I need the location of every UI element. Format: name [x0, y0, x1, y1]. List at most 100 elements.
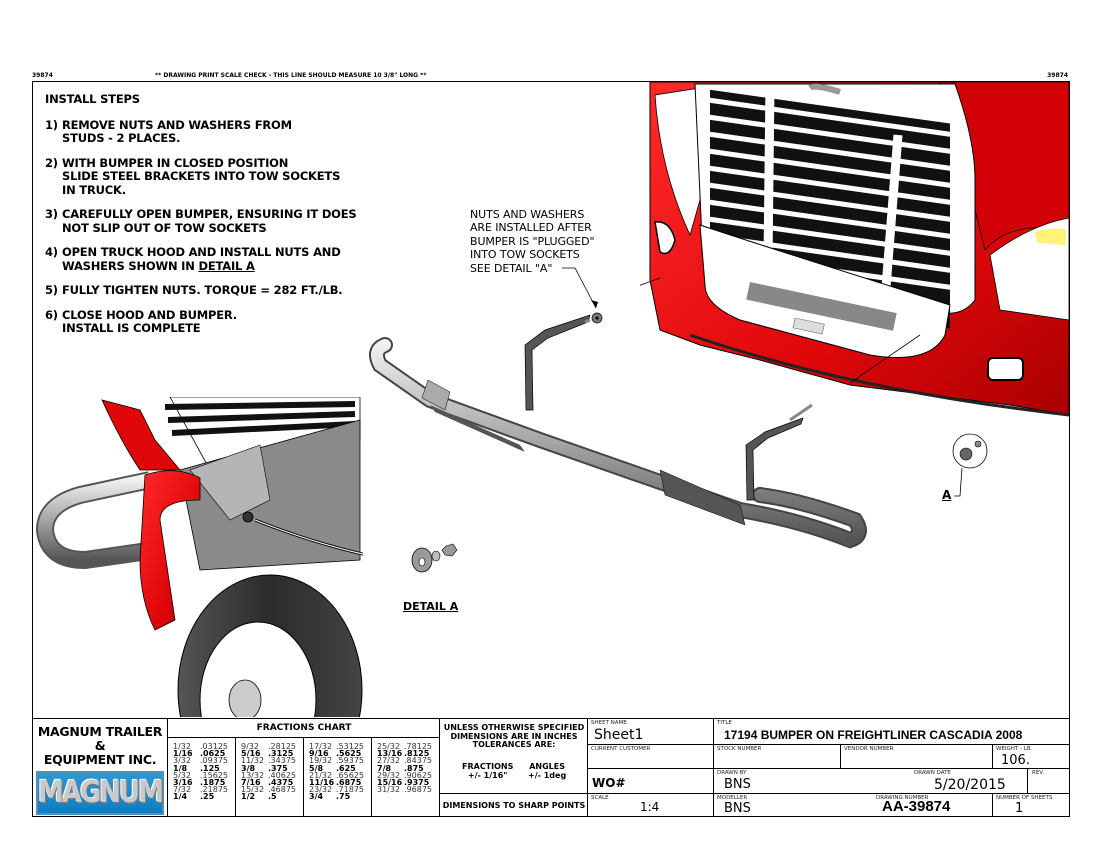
decimal-value: .03125	[200, 742, 228, 751]
fraction-value: 5/32	[173, 770, 191, 780]
step-4: 4)OPEN TRUCK HOOD AND INSTALL NUTS AND W…	[45, 245, 341, 273]
fraction-value: 1/4	[173, 792, 188, 802]
fraction-row: 19/32.59375	[309, 756, 371, 766]
decimal-value: .75	[336, 792, 351, 802]
fraction-row: 3/16 .1875	[173, 778, 235, 788]
decimal-value: .5625	[336, 749, 362, 759]
tolerance-heading: UNLESS OTHERWISE SPECIFIED DIMENSIONS AR…	[443, 723, 585, 749]
fraction-row: 29/32.90625	[377, 770, 440, 780]
step-1: 1)REMOVE NUTS AND WASHERS FROM STUDS - 2…	[45, 117, 292, 145]
fraction-value: 23/32	[309, 785, 333, 795]
fraction-row: 1/32 .03125	[173, 742, 235, 751]
weight-cell: WEIGHT - LB. 106.	[993, 745, 1070, 769]
fraction-row: 23/32.71875	[309, 785, 371, 795]
fraction-value: 7/32	[173, 785, 191, 795]
fraction-row: 13/32.40625	[241, 770, 303, 780]
fraction-row: 9/32.28125	[241, 742, 303, 751]
decimal-value: .84375	[404, 756, 432, 766]
decimal-value: .90625	[404, 770, 432, 780]
fraction-value: 1/2	[241, 792, 256, 802]
fraction-row: 5/16 .3125	[241, 749, 303, 759]
callout-a-label: A	[942, 488, 952, 502]
decimal-value: .1875	[200, 778, 226, 788]
install-steps-title: INSTALL STEPS	[45, 92, 140, 106]
company-cell: MAGNUM TRAILER & EQUIPMENT INC. MAGNUM	[32, 719, 168, 817]
fraction-value: 3/8	[241, 763, 256, 773]
fraction-row: 5/8 .625	[309, 763, 371, 773]
fraction-row: 3/32.09375	[173, 756, 235, 766]
magnum-logo: MAGNUM	[36, 771, 164, 815]
fraction-value: 1/16	[173, 749, 193, 759]
tolerances-cell: UNLESS OTHERWISE SPECIFIED DIMENSIONS AR…	[440, 719, 588, 794]
decimal-value: .5	[268, 792, 277, 802]
decimal-value: .125	[200, 763, 220, 773]
scale-cell: SCALE 1:4	[588, 794, 714, 817]
decimal-value: .78125	[404, 742, 432, 751]
fractions-chart-title: FRACTIONS CHART	[256, 723, 352, 733]
decimal-value: .15625	[200, 770, 228, 780]
decimal-value: .0625	[200, 749, 226, 759]
fraction-value: 5/8	[309, 763, 324, 773]
fraction-value: 11/32	[241, 756, 265, 766]
tolerance-fractions: FRACTIONS +/- 1/16"	[462, 762, 514, 780]
number-of-sheets-cell: NUMBER OF SHEETS 1	[996, 795, 1053, 816]
fraction-row: 21/32.65625	[309, 771, 371, 779]
work-order-cell: WO#	[588, 769, 714, 794]
work-order-label: WO#	[592, 776, 626, 790]
detail-a-label: DETAIL A	[403, 600, 459, 613]
fraction-value: 27/32	[377, 756, 401, 766]
decimal-value: .28125	[268, 742, 296, 751]
fraction-row: 31/32.96875	[377, 786, 440, 794]
fraction-row: 27/32.84375	[377, 756, 440, 766]
decimal-value: .625	[336, 763, 356, 773]
fraction-value: 7/16	[241, 778, 261, 788]
fraction-row: 11/32.34375	[241, 756, 303, 766]
sharp-points-cell: DIMENSIONS TO SHARP POINTS	[440, 794, 588, 817]
modeller-value: BNS	[724, 801, 751, 816]
fraction-value: 3/16	[173, 778, 193, 788]
detail-a-reference: DETAIL A	[198, 258, 255, 273]
step-5: 5)FULLY TIGHTEN NUTS. TORQUE = 282 FT./L…	[45, 283, 343, 297]
vendor-number-cell: VENDOR NUMBER	[841, 745, 993, 769]
fraction-value: 5/16	[241, 749, 261, 759]
decimal-value: .40625	[268, 770, 296, 780]
fraction-row: 1/16 .0625	[173, 749, 235, 759]
decimal-value: .25	[200, 792, 215, 802]
fraction-row: 1/8.125	[173, 763, 235, 773]
decimal-value: .3125	[268, 749, 294, 759]
decimal-value: .6875	[336, 778, 362, 788]
fraction-value: 7/8	[377, 763, 392, 773]
drawn-by-value: BNS	[724, 777, 751, 792]
fraction-value: 19/32	[309, 756, 333, 766]
number-of-sheets-value: 1	[1015, 801, 1024, 816]
modeller-cell: MODELLER BNS	[717, 795, 751, 816]
fraction-value: 13/32	[241, 770, 265, 780]
fraction-value: 11/16	[309, 778, 335, 788]
bumper-assembly	[369, 312, 867, 549]
fraction-row: 1/2 .5	[241, 792, 303, 802]
drawn-by-cell: DRAWN BY BNS	[714, 769, 824, 794]
scale-check-text: ** DRAWING PRINT SCALE CHECK - THIS LINE…	[155, 72, 427, 79]
fraction-row: 5/32 .15625	[173, 770, 235, 780]
fraction-value: 1/32	[173, 742, 191, 751]
decimal-value: .53125	[336, 742, 364, 751]
fraction-row: 1/4 .25	[173, 792, 235, 802]
fraction-row: 3/4 .75	[309, 792, 371, 802]
decimal-value: .34375	[268, 756, 296, 766]
fraction-value: 3/32	[173, 756, 191, 766]
title-block: MAGNUM TRAILER & EQUIPMENT INC. MAGNUM F…	[32, 718, 1070, 817]
title-cell: TITLE 17194 BUMPER ON FREIGHTLINER CASCA…	[714, 719, 1070, 745]
fraction-value: 25/32	[377, 742, 401, 751]
decimal-value: .375	[268, 763, 288, 773]
sheet-name-value: Sheet1	[594, 727, 644, 743]
drawing-number-value: AA-39874	[882, 798, 951, 815]
install-steps: INSTALL STEPS 1)REMOVE NUTS AND WASHERS …	[45, 92, 385, 347]
fraction-value: 3/4	[309, 792, 324, 802]
fraction-row: 15/16.9375	[377, 778, 440, 788]
fraction-row: 25/32.78125	[377, 742, 440, 751]
fraction-value: 15/16	[377, 778, 403, 788]
fraction-value: 17/32	[309, 742, 333, 751]
